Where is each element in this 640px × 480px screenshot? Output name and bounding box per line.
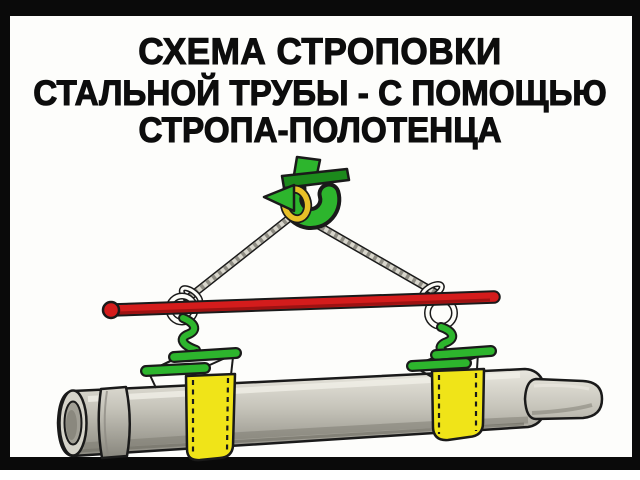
steel-pipe [56, 367, 604, 460]
sling-cable-right [298, 212, 445, 301]
spreader-beam-right [406, 345, 497, 378]
sling-cable-left [178, 212, 296, 307]
crane-hook [262, 155, 351, 230]
sling-cables [178, 212, 445, 307]
pipe-bell-collar [97, 385, 132, 460]
title-line-2: СТАЛЬНОЙ ТРУБЫ - С ПОМОЩЬЮ [33, 74, 607, 113]
traverse-bar-end-ball [101, 300, 121, 320]
traverse-bar [101, 290, 501, 320]
title-line-1: СХЕМА СТРОПОВКИ [138, 31, 502, 72]
poster-title: СХЕМА СТРОПОВКИ СТАЛЬНОЙ ТРУБЫ - С ПОМОЩ… [16, 31, 624, 150]
s-hook-left [177, 313, 201, 355]
towel-sling-strap-right [430, 367, 486, 442]
hook-tip [262, 183, 296, 213]
title-line-3: СТРОПА-ПОЛОТЕНЦА [138, 111, 502, 150]
spreader-beam-left [140, 347, 242, 389]
towel-sling-strap-left [184, 372, 237, 462]
hook-safety-latch [280, 167, 351, 190]
